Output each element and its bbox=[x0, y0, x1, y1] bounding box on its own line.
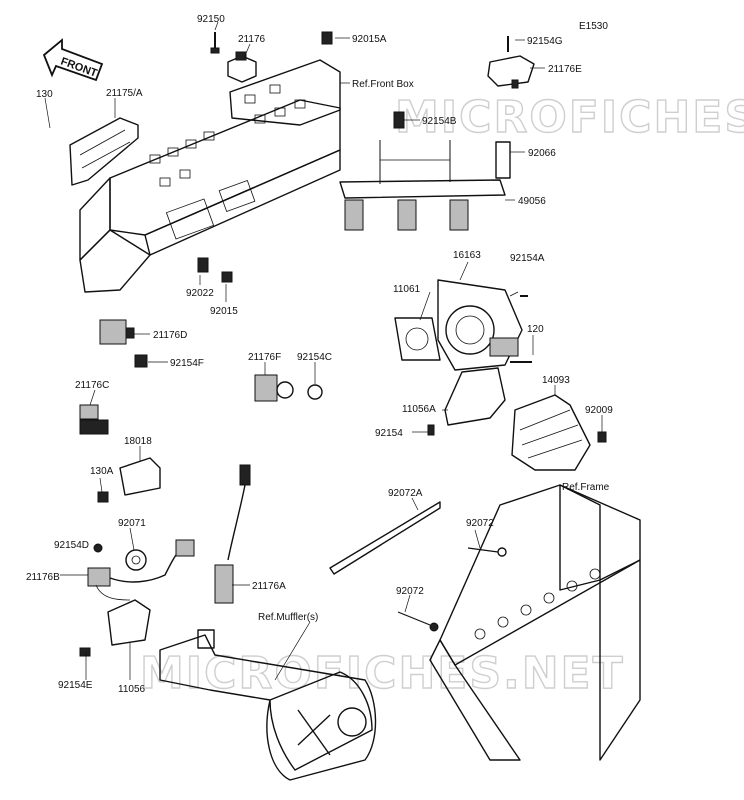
muffler bbox=[159, 629, 377, 781]
bolt-130A bbox=[97, 491, 109, 503]
label-120: 120 bbox=[527, 324, 544, 335]
label-92154G: 92154G bbox=[527, 36, 563, 47]
label-92066: 92066 bbox=[528, 148, 556, 159]
label-18018: 18018 bbox=[124, 436, 152, 447]
label-ref-frame: Ref.Frame bbox=[562, 482, 610, 493]
gasket-11061 bbox=[394, 317, 441, 361]
label-21176C: 21176C bbox=[75, 380, 109, 391]
label-92022: 92022 bbox=[186, 288, 214, 299]
label-49056: 49056 bbox=[518, 196, 546, 207]
grommet-92015A bbox=[321, 31, 333, 45]
fuel-rail-49056 bbox=[339, 111, 511, 231]
sensor-21176F bbox=[254, 374, 294, 402]
label-11061: 11061 bbox=[393, 284, 421, 295]
bracket-11056 bbox=[95, 584, 151, 646]
sensor-21176D bbox=[99, 319, 135, 345]
label-21176E: 21176E bbox=[548, 64, 582, 75]
label-92154: 92154 bbox=[375, 428, 403, 439]
bolt-92009 bbox=[597, 431, 607, 443]
label-92154C: 92154C bbox=[297, 352, 332, 363]
watermark-top: MICROFICHES.NET bbox=[395, 92, 744, 143]
label-21176D: 21176D bbox=[153, 330, 187, 341]
sensor-21176 bbox=[227, 51, 257, 83]
bolt-92154 bbox=[427, 424, 435, 436]
label-92154B: 92154B bbox=[422, 116, 457, 127]
label-14093: 14093 bbox=[542, 375, 570, 386]
label-130: 130 bbox=[36, 89, 53, 100]
label-11056: 11056 bbox=[118, 684, 146, 695]
sensor-21176E bbox=[487, 36, 535, 89]
bolt-92154F bbox=[134, 354, 148, 368]
label-92009: 92009 bbox=[585, 405, 613, 416]
frame bbox=[429, 484, 641, 761]
bracket-18018 bbox=[119, 457, 161, 496]
injector-1 bbox=[344, 199, 364, 231]
label-92015: 92015 bbox=[210, 306, 238, 317]
label-21176A: 21176A bbox=[252, 581, 286, 592]
grommet-92022 bbox=[197, 257, 209, 273]
label-92154A: 92154A bbox=[510, 253, 545, 264]
label-92072-lower: 92072 bbox=[396, 586, 424, 597]
label-11056A: 11056A bbox=[402, 404, 436, 415]
label-92154E: 92154E bbox=[58, 680, 93, 691]
bracket-11056A bbox=[444, 367, 506, 426]
label-130A: 130A bbox=[90, 466, 114, 477]
label-ref-front-box: Ref.Front Box bbox=[352, 79, 414, 90]
cable-tie-92072A bbox=[329, 501, 441, 575]
cable-tie-92072-lower bbox=[397, 611, 439, 632]
diagram-code: E1530 bbox=[579, 21, 608, 32]
label-92072A: 92072A bbox=[388, 488, 423, 499]
label-92150: 92150 bbox=[197, 14, 225, 25]
label-16163: 16163 bbox=[453, 250, 481, 261]
injector-3 bbox=[449, 199, 469, 231]
bolt-92154D bbox=[93, 543, 103, 553]
sensor-21176C bbox=[79, 404, 109, 435]
label-92015A: 92015A bbox=[352, 34, 387, 45]
label-21176: 21176 bbox=[238, 34, 266, 45]
injector-2 bbox=[397, 199, 417, 231]
cover-14093 bbox=[511, 394, 591, 471]
ecu-bracket-assembly bbox=[69, 59, 341, 293]
leader-lines bbox=[44, 21, 603, 681]
label-92154D: 92154D bbox=[54, 540, 89, 551]
o2-sensor-21176A bbox=[214, 464, 251, 604]
sensor-21176B bbox=[87, 539, 195, 587]
label-92071: 92071 bbox=[118, 518, 146, 529]
label-21175A: 21175/A bbox=[106, 88, 143, 99]
cable-tie-92072-upper bbox=[467, 547, 507, 557]
part-labels: E1530 92150 21176 92015A 92154G 21176E R… bbox=[26, 14, 613, 695]
bolt-92150 bbox=[210, 32, 220, 54]
label-21176F: 21176F bbox=[248, 352, 281, 363]
label-21176B: 21176B bbox=[26, 572, 60, 583]
label-ref-muffler: Ref.Muffler(s) bbox=[258, 612, 318, 623]
bolt-92154E bbox=[79, 647, 91, 657]
grommet-92071 bbox=[125, 549, 147, 571]
front-arrow-icon: FRONT bbox=[42, 38, 104, 82]
throttle-body-16163 bbox=[437, 279, 528, 371]
washer-92154C bbox=[307, 384, 323, 400]
label-92072-upper: 92072 bbox=[466, 518, 494, 529]
nut-92015 bbox=[221, 271, 233, 283]
watermark-bottom: MICROFICHES.NET bbox=[140, 648, 625, 699]
label-92154F: 92154F bbox=[170, 358, 204, 369]
